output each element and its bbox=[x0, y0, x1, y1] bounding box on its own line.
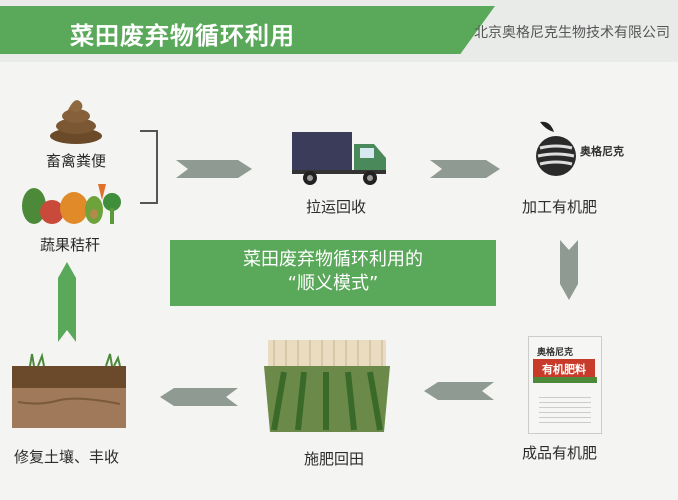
arrow-down bbox=[560, 240, 578, 300]
center-line-1: 菜田废弃物循环利用的 bbox=[243, 249, 423, 270]
arrow-left-2 bbox=[424, 382, 494, 400]
transport-label: 拉运回收 bbox=[306, 198, 367, 216]
company-name: 北京奥格尼克生物技术有限公司 bbox=[474, 25, 670, 41]
fertilize-label: 施肥回田 bbox=[304, 450, 365, 468]
bag-details bbox=[539, 393, 591, 423]
vegetables-icon bbox=[22, 184, 121, 224]
truck-icon bbox=[292, 132, 386, 185]
fertilizer-logo-icon bbox=[536, 121, 576, 176]
arrow-right-1 bbox=[176, 160, 252, 178]
product-label: 成品有机肥 bbox=[522, 444, 598, 462]
bracket-divider bbox=[140, 130, 158, 204]
manure-icon bbox=[50, 100, 102, 144]
logo-text: 奥格尼克 bbox=[580, 145, 624, 158]
soil-label: 修复土壤、丰收 bbox=[14, 448, 120, 466]
process-label: 加工有机肥 bbox=[522, 198, 598, 216]
center-line-2: “顺义模式” bbox=[287, 273, 379, 294]
bag-brand: 奥格尼克 bbox=[537, 348, 574, 358]
bag-product-name: 有机肥料 bbox=[533, 359, 595, 379]
page-title: 菜田废弃物循环利用 bbox=[70, 22, 295, 50]
soil-icon bbox=[12, 352, 126, 428]
field-icon bbox=[264, 340, 390, 432]
fertilizer-bag: 奥格尼克 有机肥料 bbox=[528, 336, 602, 434]
bag-green-band bbox=[533, 377, 597, 383]
arrow-right-2 bbox=[430, 160, 500, 178]
manure-label: 畜禽粪便 bbox=[46, 152, 107, 170]
header-bar: 菜田废弃物循环利用 北京奥格尼克生物技术有限公司 bbox=[0, 0, 678, 62]
title-band bbox=[0, 6, 495, 54]
arrow-left-1 bbox=[160, 388, 238, 406]
vegetables-label: 蔬果秸秆 bbox=[40, 236, 101, 254]
center-title-box: 菜田废弃物循环利用的 “顺义模式” bbox=[170, 240, 496, 306]
arrow-up bbox=[58, 262, 76, 342]
